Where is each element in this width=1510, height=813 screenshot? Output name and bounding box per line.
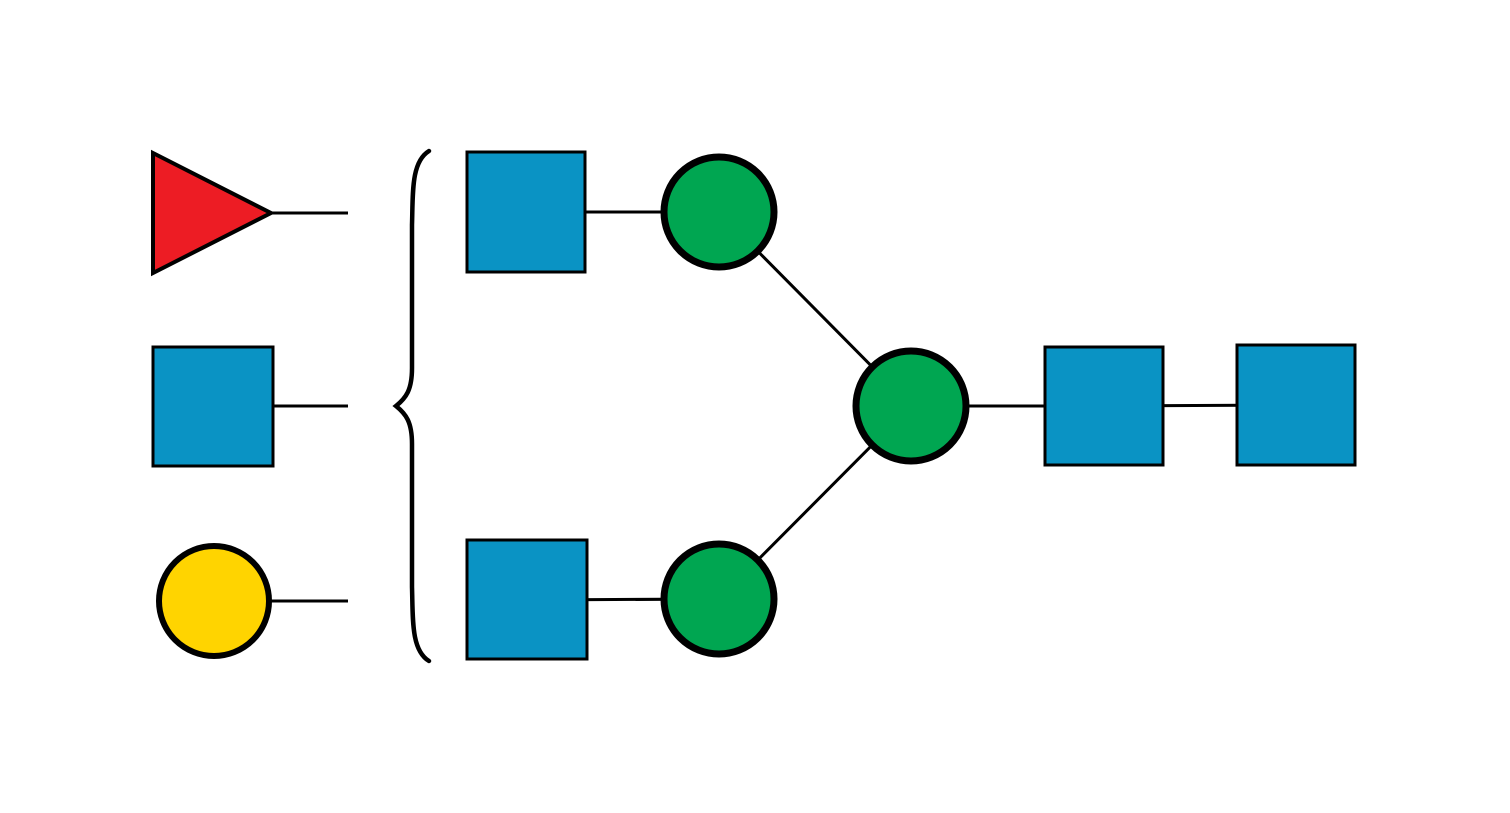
mannose-circle-bottom-icon	[660, 540, 778, 658]
glcnac-square-top-icon	[465, 150, 587, 274]
glcnac-square-core1-icon	[1043, 345, 1165, 467]
mannose-circle-center-icon	[852, 347, 970, 465]
glcnac-square-left-icon	[151, 345, 275, 468]
mannose-circle-top-icon	[660, 153, 778, 271]
fucose-triangle-icon	[151, 149, 276, 277]
galactose-circle-icon	[156, 543, 272, 659]
glcnac-square-core2-icon	[1235, 343, 1357, 467]
glcnac-square-bottom-icon	[465, 538, 589, 661]
alternatives-curly-brace	[392, 148, 432, 664]
